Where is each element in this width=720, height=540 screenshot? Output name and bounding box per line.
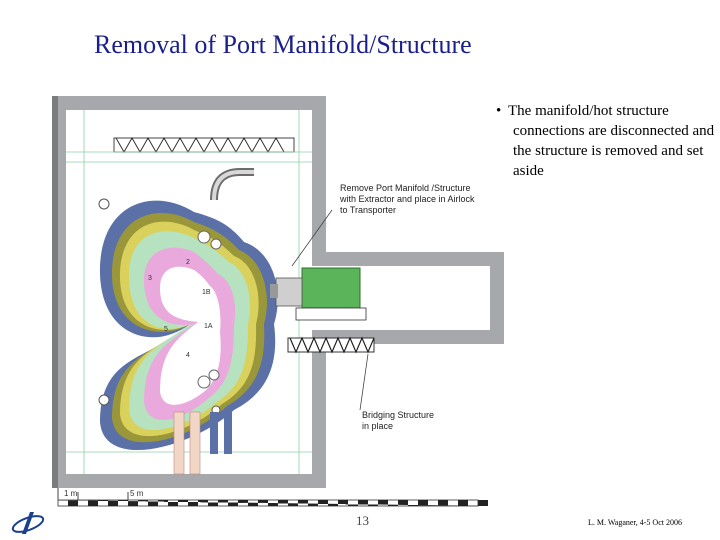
zone-label-1b: 1B bbox=[202, 289, 211, 296]
plasma-void bbox=[160, 266, 221, 405]
zone-label-3: 3 bbox=[148, 275, 152, 282]
zone-label-1a: 1A bbox=[204, 323, 213, 330]
callout-bridging-line-2: in place bbox=[362, 421, 394, 431]
port-extractor bbox=[301, 267, 361, 309]
port-manifold-diagram: 2 3 1B 1A 5 4 bbox=[52, 96, 504, 507]
callout-remove-line-2: with Extractor and place in Airlock bbox=[340, 194, 475, 204]
footer-credit: L. M. Waganer, 4-5 Oct 2006 bbox=[588, 518, 682, 527]
zone-label-4: 4 bbox=[186, 352, 190, 359]
zone-label-5: 5 bbox=[164, 326, 168, 333]
bullet-icon: • bbox=[496, 103, 502, 119]
callout-bridging: Bridging Structure in place bbox=[362, 410, 434, 432]
scale-label-5m: 5 m bbox=[130, 489, 144, 498]
scale-label-1m: 1 m bbox=[64, 489, 78, 498]
bullet-point: • The manifold/hot structure connections… bbox=[496, 101, 718, 181]
callout-remove-manifold: Remove Port Manifold /Structure with Ext… bbox=[340, 183, 475, 216]
zone-label-2: 2 bbox=[186, 259, 190, 266]
fusion-core bbox=[99, 200, 278, 451]
callout-remove-line-3: to Transporter bbox=[340, 205, 397, 215]
callout-remove-line-1: Remove Port Manifold /Structure bbox=[340, 183, 471, 193]
bullet-text: The manifold/hot structure connections a… bbox=[508, 103, 715, 179]
callout-bridging-line-1: Bridging Structure bbox=[362, 410, 435, 420]
page-number: 13 bbox=[356, 513, 369, 528]
slide-title: Removal of Port Manifold/Structure bbox=[94, 30, 472, 59]
company-logo-icon bbox=[11, 512, 45, 534]
